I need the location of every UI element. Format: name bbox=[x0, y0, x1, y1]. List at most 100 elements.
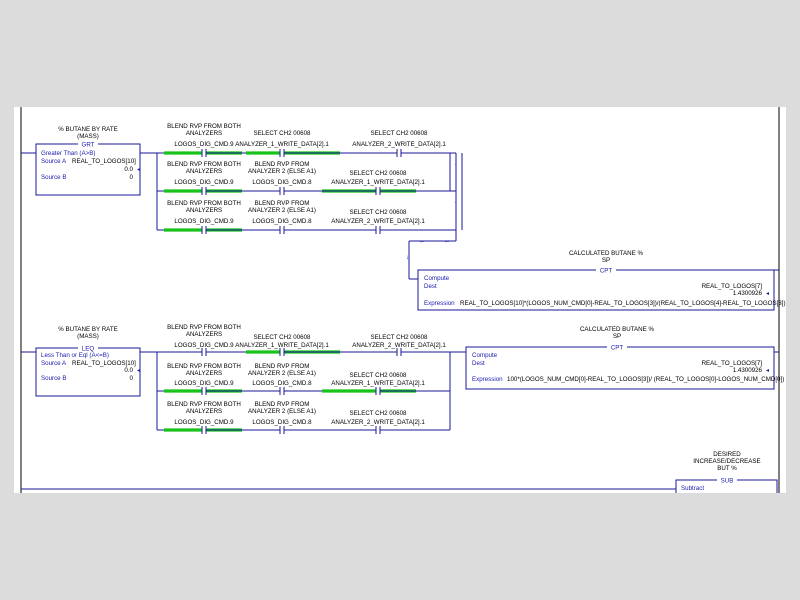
contact-analyzer-1-write-data[interactable]: SELECT CH2 00608 ANALYZER_1_WRITE_DATA[2… bbox=[331, 170, 425, 195]
svg-text:↓: ↓ bbox=[454, 198, 457, 205]
svg-text:↓: ↓ bbox=[454, 160, 457, 167]
svg-text:LOGOS_DIG_CMD.8: LOGOS_DIG_CMD.8 bbox=[252, 179, 312, 186]
svg-text:ANALYZERS: ANALYZERS bbox=[186, 130, 222, 137]
leq-source-a-tag[interactable]: REAL_TO_LOGOS[10] bbox=[72, 360, 136, 367]
svg-text:SELECT CH2 00608: SELECT CH2 00608 bbox=[350, 209, 408, 216]
leq-comment-2: (MASS) bbox=[77, 333, 99, 340]
sub-comment-3: BUT % bbox=[717, 465, 737, 472]
contact-logos-dig-cmd-9[interactable]: BLEND RVP FROM BOTH ANALYZERS LOGOS_DIG_… bbox=[167, 324, 241, 356]
svg-text:ANALYZER 2 (ELSE A1): ANALYZER 2 (ELSE A1) bbox=[248, 370, 316, 377]
cpt-title: Compute bbox=[472, 352, 498, 359]
svg-text:↓: ↓ bbox=[406, 254, 409, 261]
svg-text:BLEND RVP FROM BOTH: BLEND RVP FROM BOTH bbox=[167, 161, 241, 168]
svg-text:SELECT CH2 00608: SELECT CH2 00608 bbox=[350, 372, 408, 379]
grt-mnemonic: GRT bbox=[82, 142, 95, 149]
cpt-dest-tag[interactable]: REAL_TO_LOGOS[7] bbox=[702, 360, 763, 367]
svg-text:LOGOS_DIG_CMD.9: LOGOS_DIG_CMD.9 bbox=[174, 380, 234, 387]
cpt-expression[interactable]: 100*(LOGOS_NUM_CMD[0]-REAL_TO_LOGOS[3])/… bbox=[507, 376, 784, 383]
cpt-title: Compute bbox=[424, 275, 450, 282]
rung1-branch-3: BLEND RVP FROM BOTH ANALYZERS LOGOS_DIG_… bbox=[164, 200, 456, 234]
cpt-mnemonic: CPT bbox=[611, 345, 624, 352]
cpt-comment-1: CALCULATED BUTANE % bbox=[580, 326, 655, 333]
svg-text:ANALYZER 2 (ELSE A1): ANALYZER 2 (ELSE A1) bbox=[248, 408, 316, 415]
value-arrow-icon: ◂ bbox=[137, 166, 140, 173]
rung-2[interactable]: % BUTANE BY RATE (MASS) LEQ Less Than or… bbox=[21, 324, 784, 434]
svg-text:ANALYZER 2 (ELSE A1): ANALYZER 2 (ELSE A1) bbox=[248, 168, 316, 175]
svg-text:LOGOS_DIG_CMD.9: LOGOS_DIG_CMD.9 bbox=[174, 141, 234, 148]
contact-analyzer-2-write-data[interactable]: SELECT CH2 00608 ANALYZER_2_WRITE_DATA[2… bbox=[331, 410, 425, 434]
svg-text:SELECT CH2 00608: SELECT CH2 00608 bbox=[350, 170, 408, 177]
svg-text:ANALYZERS: ANALYZERS bbox=[186, 408, 222, 415]
cpt-expression[interactable]: REAL_TO_LOGOS[10]*(LOGOS_NUM_CMD[0]-REAL… bbox=[460, 300, 786, 307]
grt-source-a-tag[interactable]: REAL_TO_LOGOS[10] bbox=[72, 158, 136, 165]
svg-text:ANALYZER_2_WRITE_DATA[2].1: ANALYZER_2_WRITE_DATA[2].1 bbox=[352, 141, 446, 148]
contact-analyzer-2-write-data[interactable]: SELECT CH2 00608 ANALYZER_2_WRITE_DATA[2… bbox=[352, 130, 446, 157]
svg-text:BLEND RVP FROM BOTH: BLEND RVP FROM BOTH bbox=[167, 200, 241, 207]
contact-logos-dig-cmd-8[interactable]: BLEND RVP FROM ANALYZER 2 (ELSE A1) LOGO… bbox=[248, 161, 316, 195]
sub-mnemonic: SUB bbox=[721, 478, 734, 485]
contact-analyzer-2-write-data[interactable]: SELECT CH2 00608 ANALYZER_2_WRITE_DATA[2… bbox=[331, 209, 425, 234]
rung2-branch-2: BLEND RVP FROM BOTH ANALYZERS LOGOS_DIG_… bbox=[164, 363, 450, 395]
grt-instruction[interactable]: % BUTANE BY RATE (MASS) GRT Greater Than… bbox=[35, 126, 141, 196]
contact-logos-dig-cmd-9[interactable]: BLEND RVP FROM BOTH ANALYZERS LOGOS_DIG_… bbox=[167, 363, 241, 395]
grt-title: Greater Than (A>B) bbox=[41, 150, 95, 157]
rung2-branch-1: BLEND RVP FROM BOTH ANALYZERS LOGOS_DIG_… bbox=[157, 324, 466, 356]
cpt-dest-value: 1.4300926 bbox=[733, 290, 763, 297]
svg-text:LOGOS_DIG_CMD.8: LOGOS_DIG_CMD.8 bbox=[252, 419, 312, 426]
svg-text:LOGOS_DIG_CMD.9: LOGOS_DIG_CMD.9 bbox=[174, 218, 234, 225]
grt-comment-1: % BUTANE BY RATE bbox=[58, 126, 117, 133]
contact-analyzer-1-write-data[interactable]: SELECT CH2 00608 ANALYZER_1_WRITE_DATA[2… bbox=[235, 130, 329, 157]
cpt-expression-label: Expression bbox=[424, 300, 455, 307]
sub-instruction[interactable]: DESIRED INCREASE/DECREASE BUT % SUB Subt… bbox=[675, 451, 778, 493]
contact-logos-dig-cmd-8[interactable]: BLEND RVP FROM ANALYZER 2 (ELSE A1) LOGO… bbox=[248, 200, 316, 234]
contact-logos-dig-cmd-9[interactable]: BLEND RVP FROM BOTH ANALYZERS LOGOS_DIG_… bbox=[167, 123, 241, 157]
svg-text:BLEND RVP FROM: BLEND RVP FROM bbox=[255, 161, 310, 168]
contact-logos-dig-cmd-9[interactable]: BLEND RVP FROM BOTH ANALYZERS LOGOS_DIG_… bbox=[167, 401, 241, 434]
svg-text:ANALYZERS: ANALYZERS bbox=[186, 207, 222, 214]
contact-analyzer-1-write-data[interactable]: SELECT CH2 00608 ANALYZER_1_WRITE_DATA[2… bbox=[235, 334, 329, 356]
contact-analyzer-2-write-data[interactable]: SELECT CH2 00608 ANALYZER_2_WRITE_DATA[2… bbox=[352, 334, 446, 356]
leq-instruction[interactable]: % BUTANE BY RATE (MASS) LEQ Less Than or… bbox=[35, 326, 141, 397]
contact-analyzer-1-write-data[interactable]: SELECT CH2 00608 ANALYZER_1_WRITE_DATA[2… bbox=[331, 372, 425, 395]
cpt-expression-label: Expression bbox=[472, 376, 503, 383]
value-arrow-icon: ◂ bbox=[137, 367, 140, 374]
svg-text:ANALYZER 2 (ELSE A1): ANALYZER 2 (ELSE A1) bbox=[248, 207, 316, 214]
grt-comment-2: (MASS) bbox=[77, 133, 99, 140]
rung2-branch-merge bbox=[449, 351, 466, 430]
svg-text:ANALYZERS: ANALYZERS bbox=[186, 370, 222, 377]
svg-text:ANALYZERS: ANALYZERS bbox=[186, 331, 222, 338]
cpt-dest-label: Dest bbox=[472, 360, 485, 367]
cpt-dest-value: 1.4300926 bbox=[733, 367, 763, 374]
rung-3[interactable]: DESIRED INCREASE/DECREASE BUT % SUB Subt… bbox=[21, 451, 778, 493]
cpt-instruction-2[interactable]: CALCULATED BUTANE % SP CPT Compute Dest … bbox=[465, 326, 784, 390]
svg-text:LOGOS_DIG_CMD.9: LOGOS_DIG_CMD.9 bbox=[174, 179, 234, 186]
svg-text:←: ← bbox=[419, 238, 425, 245]
svg-text:SELECT CH2 00608: SELECT CH2 00608 bbox=[371, 130, 429, 137]
svg-text:LOGOS_DIG_CMD.8: LOGOS_DIG_CMD.8 bbox=[252, 380, 312, 387]
contact-logos-dig-cmd-8[interactable]: BLEND RVP FROM ANALYZER 2 (ELSE A1) LOGO… bbox=[248, 363, 316, 395]
grt-source-b-value: 0 bbox=[130, 174, 134, 181]
svg-text:ANALYZER_1_WRITE_DATA[2].1: ANALYZER_1_WRITE_DATA[2].1 bbox=[235, 342, 329, 349]
svg-text:ANALYZERS: ANALYZERS bbox=[186, 168, 222, 175]
leq-source-a-value: 0.0 bbox=[124, 367, 133, 374]
svg-text:BLEND RVP FROM BOTH: BLEND RVP FROM BOTH bbox=[167, 363, 241, 370]
contact-logos-dig-cmd-8[interactable]: BLEND RVP FROM ANALYZER 2 (ELSE A1) LOGO… bbox=[248, 401, 316, 434]
rung-1[interactable]: % BUTANE BY RATE (MASS) GRT Greater Than… bbox=[21, 123, 786, 311]
leq-title: Less Than or Eql (A<=B) bbox=[41, 352, 109, 359]
svg-text:ANALYZER_2_WRITE_DATA[2].1: ANALYZER_2_WRITE_DATA[2].1 bbox=[331, 419, 425, 426]
svg-text:BLEND RVP FROM: BLEND RVP FROM bbox=[255, 200, 310, 207]
cpt-instruction-1[interactable]: CALCULATED BUTANE % SP CPT Compute Dest … bbox=[417, 250, 786, 311]
ladder-logic-view[interactable]: % BUTANE BY RATE (MASS) GRT Greater Than… bbox=[14, 107, 786, 493]
rung1-branch-merge: ↓ ↓ ← ← ↓ bbox=[406, 153, 463, 280]
svg-text:BLEND RVP FROM BOTH: BLEND RVP FROM BOTH bbox=[167, 324, 241, 331]
contact-logos-dig-cmd-9[interactable]: BLEND RVP FROM BOTH ANALYZERS LOGOS_DIG_… bbox=[167, 161, 241, 195]
svg-text:LOGOS_DIG_CMD.8: LOGOS_DIG_CMD.8 bbox=[252, 218, 312, 225]
cpt-dest-tag[interactable]: REAL_TO_LOGOS[7] bbox=[702, 283, 763, 290]
cpt-comment-2: SP bbox=[613, 333, 621, 340]
svg-text:LOGOS_DIG_CMD.9: LOGOS_DIG_CMD.9 bbox=[174, 342, 234, 349]
leq-source-b-value: 0 bbox=[130, 375, 134, 382]
contact-logos-dig-cmd-9[interactable]: BLEND RVP FROM BOTH ANALYZERS LOGOS_DIG_… bbox=[167, 200, 241, 234]
svg-text:BLEND RVP FROM BOTH: BLEND RVP FROM BOTH bbox=[167, 401, 241, 408]
value-arrow-icon: ◂ bbox=[766, 367, 769, 374]
sub-comment-1: DESIRED bbox=[713, 451, 741, 458]
